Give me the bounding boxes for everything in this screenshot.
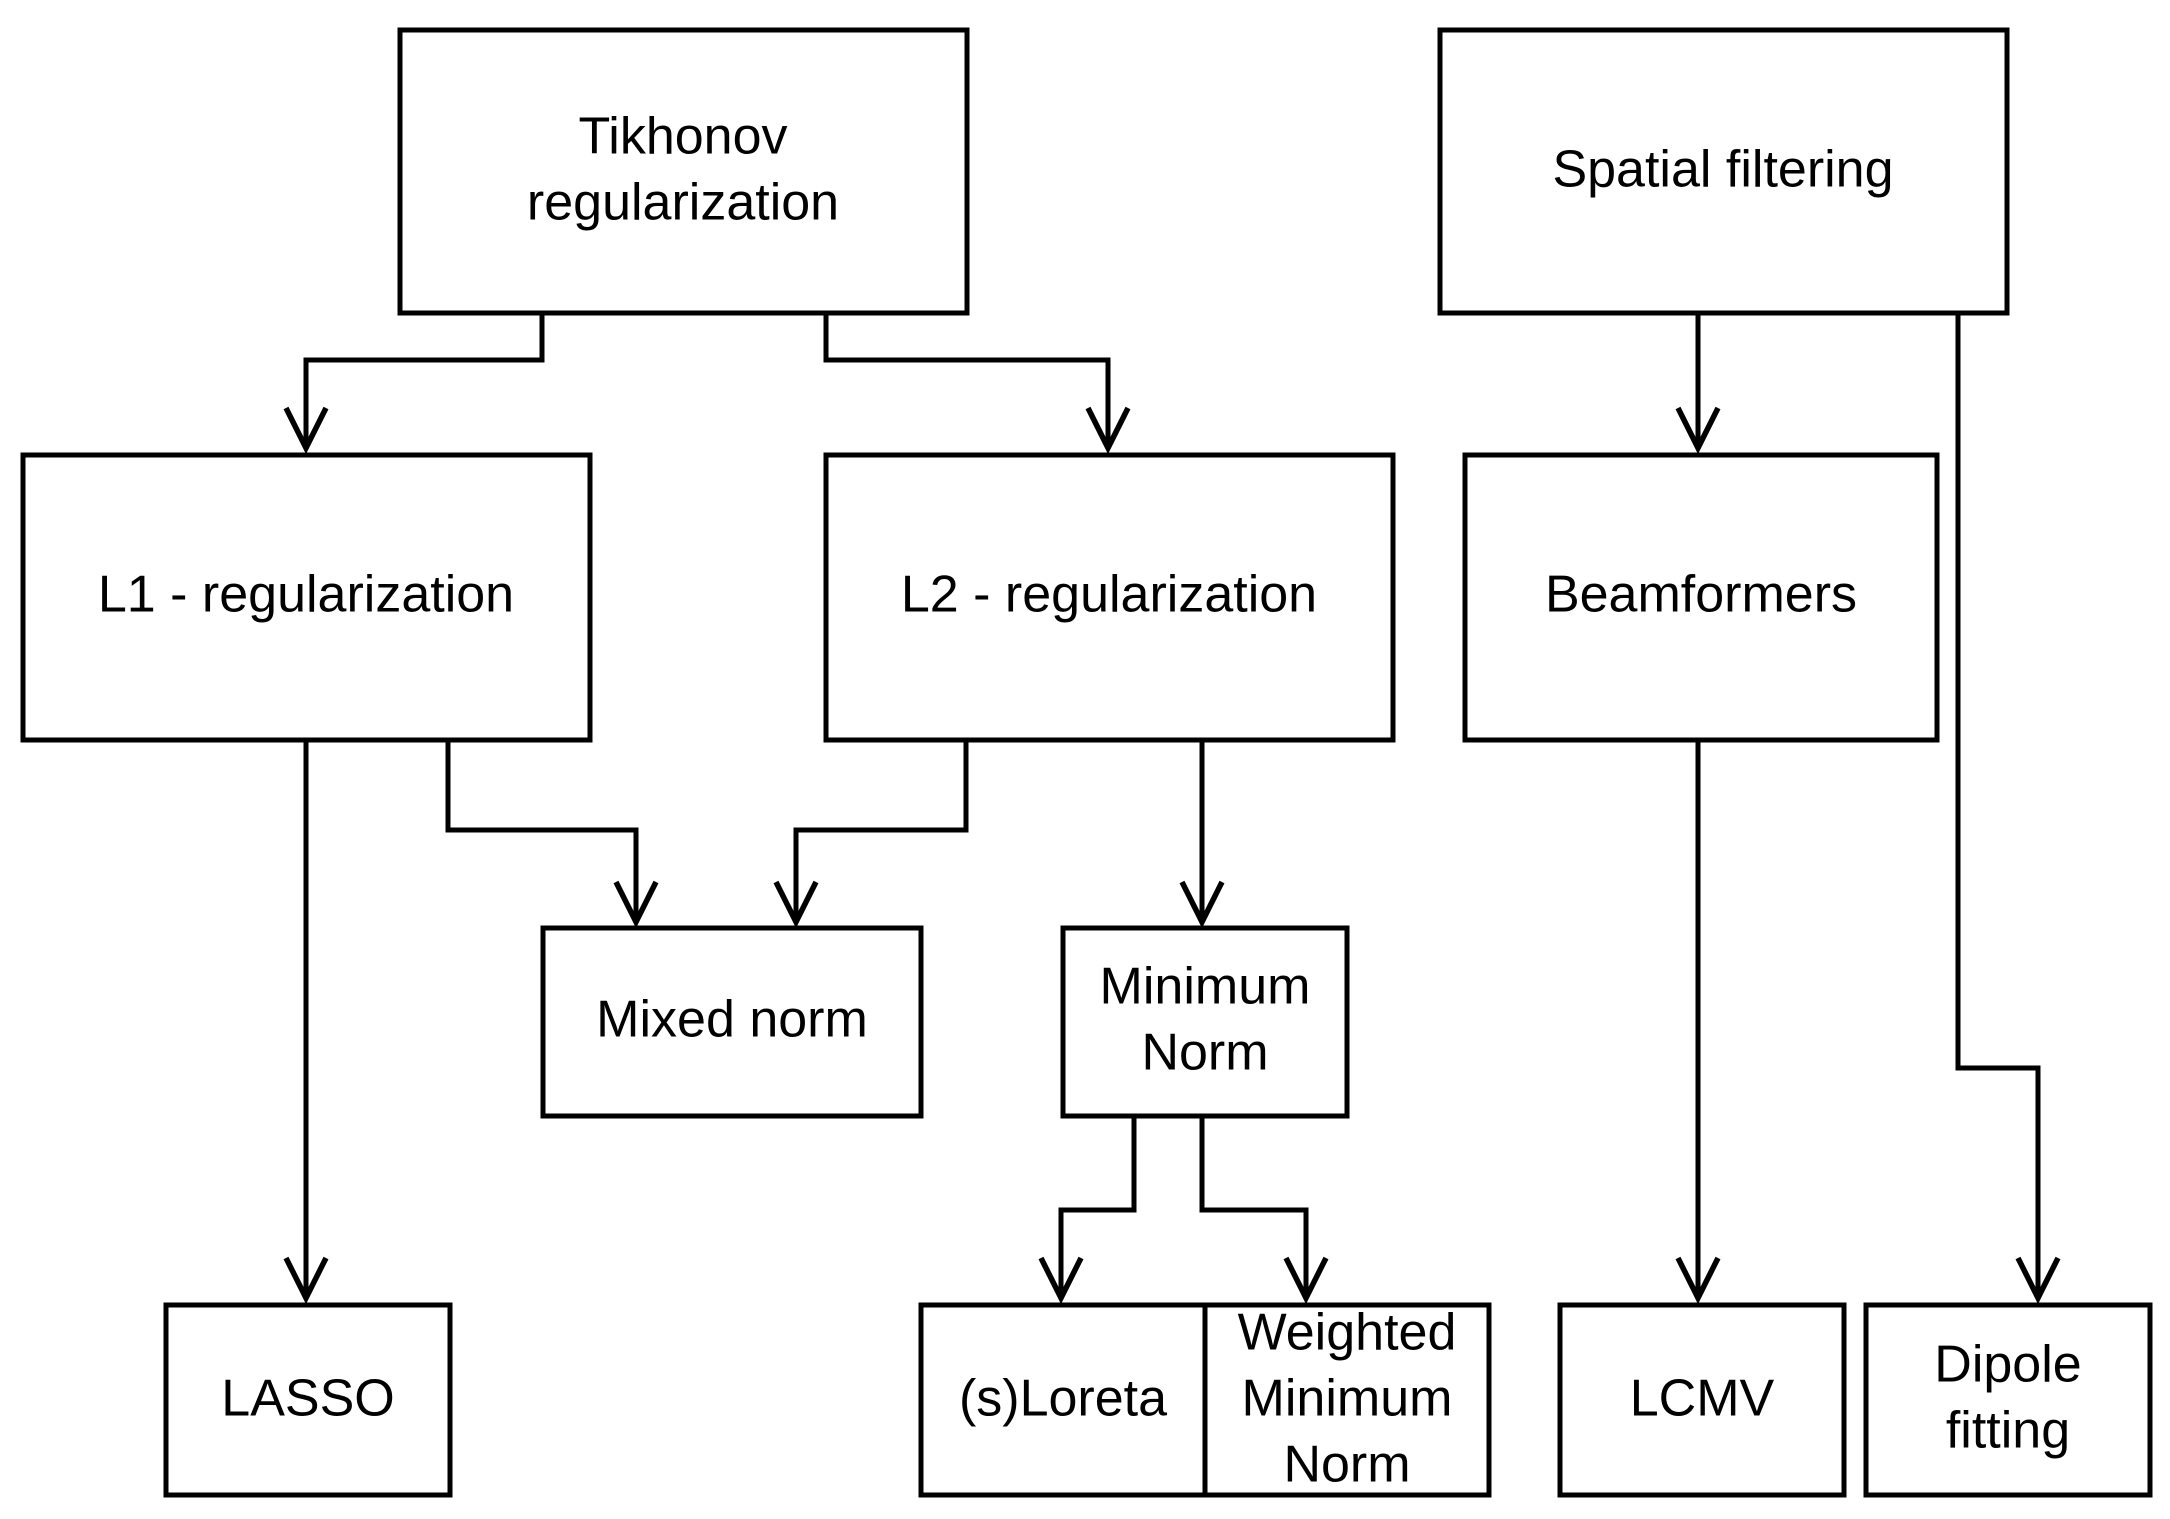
node-beamformers: Beamformers xyxy=(1462,452,1940,743)
node-label-line: Norm xyxy=(1283,1436,1410,1494)
node-mixed-norm: Mixed norm xyxy=(540,925,924,1119)
connectors xyxy=(306,313,2038,1298)
nodes: Tikhonov regularization Spatial filterin… xyxy=(20,27,2153,1498)
node-spatial-filtering: Spatial filtering xyxy=(1437,27,2010,316)
node-label-line: Weighted xyxy=(1238,1304,1457,1362)
node-l1-regularization: L1 - regularization xyxy=(20,452,593,743)
edge-minnorm-to-wmn xyxy=(1199,1113,1306,1298)
node-label-line: Beamformers xyxy=(1545,566,1857,624)
edge-l1-to-mixed xyxy=(445,740,636,922)
node-label-line: LCMV xyxy=(1630,1370,1775,1428)
node-label-line: Tikhonov xyxy=(578,108,787,166)
node-lcmv: LCMV xyxy=(1557,1302,1847,1498)
node-weighted-minimum-norm: Weighted Minimum Norm xyxy=(1202,1302,1492,1498)
node-label-line: Minimum xyxy=(1100,958,1311,1016)
node-label-line: Dipole xyxy=(1934,1336,2081,1394)
node-label-line: fitting xyxy=(1946,1402,2070,1460)
edge-spatial-to-dipole xyxy=(1955,313,2038,1298)
node-label-line: L2 - regularization xyxy=(901,566,1317,624)
node-lasso: LASSO xyxy=(163,1302,453,1498)
node-label-line: Norm xyxy=(1141,1024,1268,1082)
node-label-line: Mixed norm xyxy=(596,991,868,1049)
node-label-line: L1 - regularization xyxy=(98,566,514,624)
edge-tikhonov-to-l2 xyxy=(823,313,1108,448)
edge-tikhonov-to-l1 xyxy=(306,313,545,448)
node-label-line: Spatial filtering xyxy=(1552,141,1893,199)
node-label-line: regularization xyxy=(527,174,839,232)
node-sloreta: (s)Loreta xyxy=(918,1302,1208,1498)
edge-minnorm-to-sloreta xyxy=(1061,1113,1137,1298)
node-label-line: LASSO xyxy=(221,1370,394,1428)
node-l2-regularization: L2 - regularization xyxy=(823,452,1396,743)
node-dipole-fitting: Dipole fitting xyxy=(1863,1302,2153,1498)
node-minimum-norm: Minimum Norm xyxy=(1060,925,1350,1119)
node-label-line: Minimum xyxy=(1242,1370,1453,1428)
edge-l2-to-mixed xyxy=(796,740,969,922)
node-label-line: (s)Loreta xyxy=(959,1370,1167,1428)
node-tikhonov-regularization: Tikhonov regularization xyxy=(397,27,970,316)
